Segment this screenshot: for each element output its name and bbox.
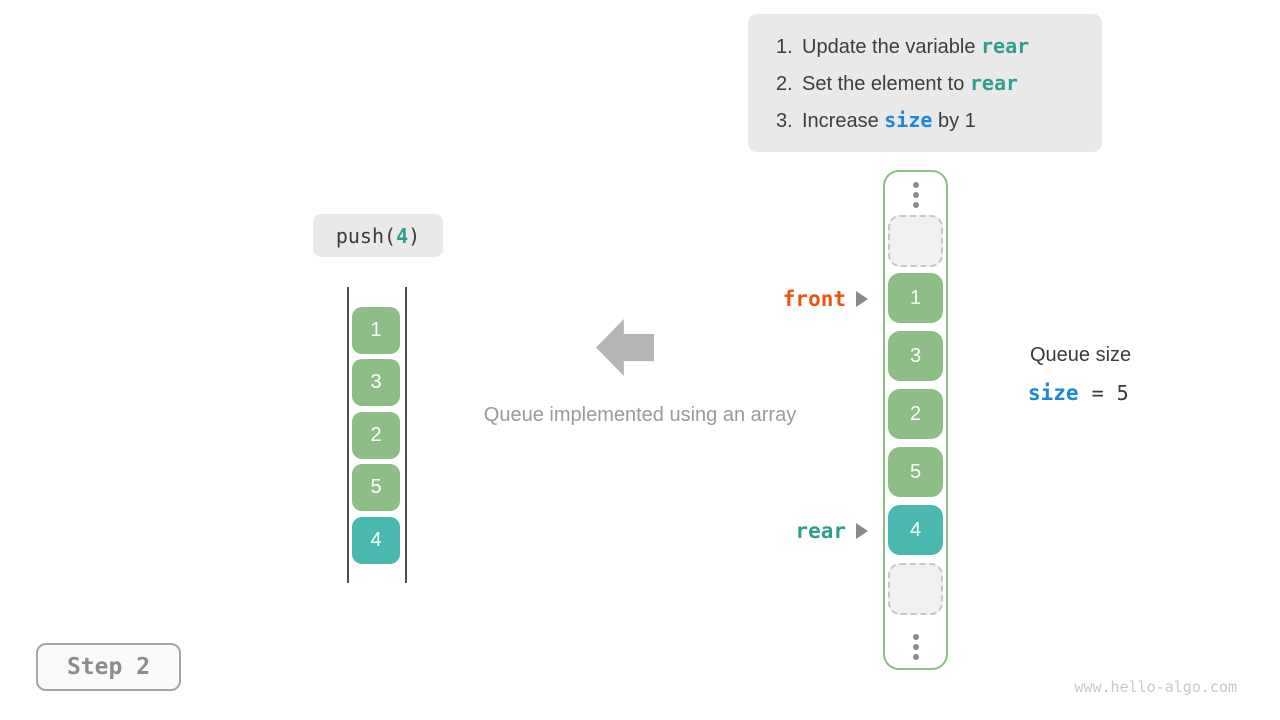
rear-pointer: rear [716, 517, 868, 545]
step-badge: Step 2 [36, 643, 181, 691]
array-empty-slot-top [888, 215, 943, 267]
ellipsis-top-icon [913, 182, 919, 208]
queue-wall-left [347, 287, 349, 583]
equals-sign: = [1091, 381, 1104, 405]
instruction-item-1: 1. Update the variable rear [776, 28, 1102, 65]
arrowhead-right-icon [856, 291, 868, 307]
push-prefix: push( [335, 223, 397, 248]
push-argument: 4 [396, 223, 409, 248]
ellipsis-bottom-icon [913, 634, 919, 660]
size-value: 5 [1116, 381, 1129, 405]
instruction-pre: Increase [802, 109, 885, 132]
size-variable: size [1028, 381, 1079, 405]
push-suffix: ) [408, 223, 421, 248]
front-pointer: front [716, 285, 868, 313]
code-token-size: size [884, 107, 933, 132]
array-cell-3: 3 [888, 331, 943, 381]
array-cell-1: 1 [888, 273, 943, 323]
array-cell-4-new: 4 [888, 505, 943, 555]
array-cell-5: 5 [888, 447, 943, 497]
instruction-text: Update the variable rear [802, 28, 1029, 66]
instruction-box: 1. Update the variable rear 2. Set the e… [748, 14, 1102, 152]
size-equation: size = 5 [1028, 381, 1129, 405]
instruction-item-2: 2. Set the element to rear [776, 65, 1102, 102]
instruction-pre: Set the element to [802, 72, 970, 95]
arrowhead-right-icon [856, 523, 868, 539]
queue-box-2: 2 [352, 412, 400, 459]
instruction-number: 3. [776, 109, 793, 132]
queue-box-1: 1 [352, 307, 400, 354]
instruction-pre: Update the variable [802, 35, 982, 58]
rear-label: rear [795, 519, 846, 543]
code-token-rear: rear [981, 33, 1030, 58]
array-empty-slot-bottom [888, 563, 943, 615]
code-token-rear: rear [969, 70, 1019, 95]
left-block-arrow-icon [596, 319, 654, 376]
queue-box-3: 3 [352, 359, 400, 406]
queue-box-4-new: 4 [352, 517, 400, 564]
instruction-text: Increase size by 1 [802, 102, 976, 140]
instruction-number: 2. [776, 72, 793, 95]
watermark: www.hello-algo.com [1074, 678, 1237, 696]
queue-wall-right [405, 287, 407, 583]
push-call-label: push(4) [313, 214, 443, 257]
queue-size-title: Queue size [1030, 344, 1132, 366]
front-label: front [782, 287, 846, 311]
diagram-caption: Queue implemented using an array [483, 404, 797, 426]
instruction-post: by 1 [932, 109, 976, 132]
instruction-text: Set the element to rear [802, 65, 1018, 103]
instruction-item-3: 3. Increase size by 1 [776, 102, 1102, 139]
instruction-number: 1. [776, 35, 793, 58]
array-cell-2: 2 [888, 389, 943, 439]
queue-box-5: 5 [352, 464, 400, 511]
